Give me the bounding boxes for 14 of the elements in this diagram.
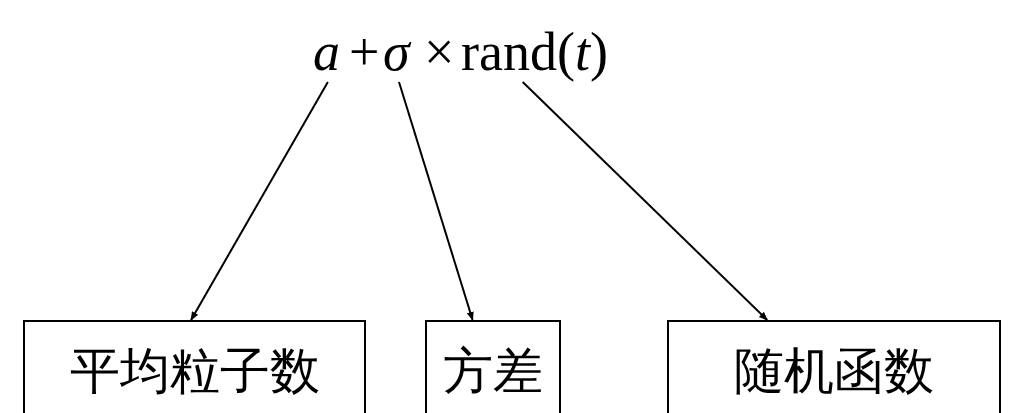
arrow [190, 81, 329, 321]
label-box [23, 320, 366, 413]
formula-operator: × [424, 22, 455, 82]
box-label: 随机函数 [734, 340, 934, 402]
arrow [521, 81, 769, 321]
formula-term: a [313, 22, 340, 82]
label-box [425, 320, 561, 413]
box-label: 平均粒子数 [69, 340, 320, 402]
formula-term: rand(t) [461, 22, 608, 82]
arrow [398, 81, 474, 321]
formula-operator: + [349, 22, 380, 82]
formula-term: σ [383, 22, 410, 82]
box-label: 方差 [443, 340, 543, 402]
label-box [667, 320, 1001, 413]
